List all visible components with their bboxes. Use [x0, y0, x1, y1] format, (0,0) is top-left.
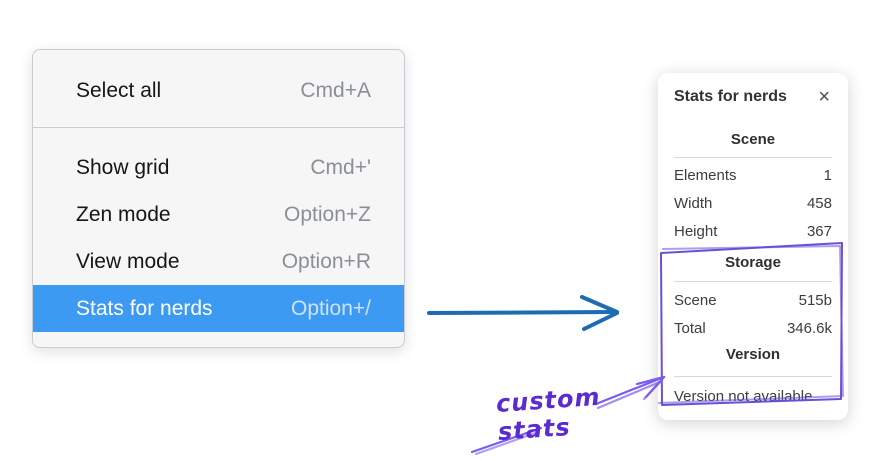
- menu-item-stats-for-nerds[interactable]: Stats for nerds Option+/: [33, 285, 404, 332]
- stats-panel-title: Stats for nerds: [674, 88, 787, 105]
- stat-row-width: Width 458: [674, 190, 832, 218]
- stat-row-total-storage: Total 346.6k: [674, 315, 832, 343]
- menu-group-top: Select all Cmd+A: [33, 50, 404, 127]
- section-heading-storage: Storage: [725, 254, 781, 271]
- menu-item-shortcut: Option+Z: [284, 202, 371, 226]
- section-divider: [674, 281, 832, 282]
- stat-label: Height: [674, 223, 718, 240]
- stats-panel-header: Stats for nerds ×: [674, 86, 832, 108]
- stat-row-height: Height 367: [674, 218, 832, 246]
- stat-value: 346.6k: [786, 320, 832, 337]
- menu-item-zen-mode[interactable]: Zen mode Option+Z: [33, 191, 404, 238]
- menu-item-shortcut: Cmd+': [310, 155, 371, 179]
- stat-value: 515b: [798, 292, 832, 309]
- storage-rows: Scene 515b Total 346.6k: [674, 287, 832, 343]
- stat-label: Total: [674, 320, 706, 337]
- section-heading-scene: Scene: [730, 131, 776, 148]
- menu-item-shortcut: Cmd+A: [300, 78, 371, 102]
- stat-label: Width: [674, 195, 713, 212]
- menu-divider: [33, 127, 404, 128]
- scene-rows: Elements 1 Width 458 Height 367: [674, 162, 832, 246]
- section-divider: [674, 376, 832, 377]
- section-divider: [674, 157, 832, 158]
- menu-item-shortcut: Option+R: [281, 249, 371, 273]
- menu-item-label: Show grid: [76, 155, 170, 179]
- menu-item-shortcut: Option+/: [291, 296, 371, 320]
- menu-item-select-all[interactable]: Select all Cmd+A: [33, 67, 404, 114]
- stat-label: Scene: [674, 292, 717, 309]
- menu-item-show-grid[interactable]: Show grid Cmd+': [33, 144, 404, 191]
- custom-stats-annotation: custom stats: [495, 382, 602, 446]
- menu-item-label: Zen mode: [76, 202, 171, 226]
- menu-item-label: View mode: [76, 249, 180, 273]
- stats-panel: Stats for nerds × Scene Elements 1 Width…: [658, 73, 848, 420]
- stat-value: 1: [823, 167, 832, 184]
- menu-item-view-mode[interactable]: View mode Option+R: [33, 238, 404, 285]
- version-note: Version not available: [674, 388, 813, 405]
- menu-group-bottom: Show grid Cmd+' Zen mode Option+Z View m…: [33, 128, 404, 347]
- stat-row-elements: Elements 1: [674, 162, 832, 190]
- menu-item-label: Stats for nerds: [76, 296, 213, 320]
- menu-item-label: Select all: [76, 78, 162, 102]
- stat-value: 458: [806, 195, 832, 212]
- context-menu: Select all Cmd+A Show grid Cmd+' Zen mod…: [32, 49, 405, 348]
- blue-arrow: [427, 295, 619, 331]
- stat-label: Elements: [674, 167, 737, 184]
- stat-row-scene-storage: Scene 515b: [674, 287, 832, 315]
- close-icon[interactable]: ×: [818, 86, 830, 108]
- stat-value: 367: [806, 223, 832, 240]
- section-heading-version: Version: [725, 346, 781, 363]
